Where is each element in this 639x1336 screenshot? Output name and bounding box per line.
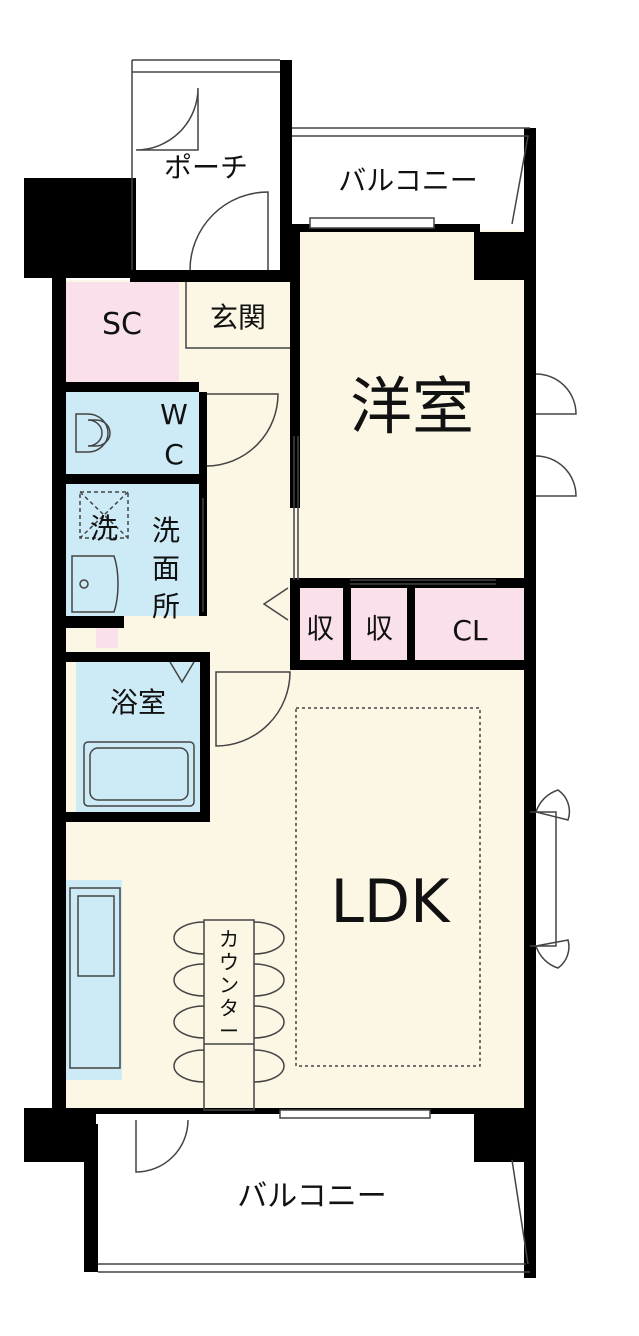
label-wc-w: W [160,398,188,431]
western-sliding-door [293,436,299,580]
bath-door-marker [169,661,195,684]
label-balcony-top: バルコニー [338,164,477,197]
wall-porch-bottom [130,270,292,282]
window-western-top [309,217,435,229]
bathtub-inner [89,747,189,801]
kitchen-sink-inner [77,895,115,977]
label-ldk: LDK [331,867,452,937]
ldk-door [215,671,291,747]
porch-outline [131,59,280,270]
floor-western-room [298,230,526,580]
porch-door-top [135,87,199,151]
wall-bottom-right-pillar [474,1108,536,1162]
counter-stools-right [253,921,285,1083]
window-western-right-1 [535,373,577,415]
wall-wash-bottom [64,616,124,628]
label-storage-1: 収 [306,612,334,645]
ldk-area-outline [295,707,481,1067]
wall-left [52,270,66,1130]
kitchen-sink [69,887,121,1069]
label-sc: SC [102,307,142,342]
floor-closet [415,588,526,660]
label-washroom-1: 洗 [152,514,180,547]
wall-storage-div-1 [343,588,351,660]
label-closet: CL [452,614,488,647]
wall-top-left-pillar [24,178,136,278]
bathtub [83,741,195,807]
wash-basin [71,555,119,613]
wc-door [206,393,279,467]
label-washroom-2: 面 [152,552,180,585]
floor-storage-2 [351,588,407,660]
washer-box [79,491,129,539]
storage-door-marker [262,587,289,621]
wall-top-right-pillar [474,232,534,280]
label-counter-4: タ [219,996,239,1020]
floor-storage-1 [298,588,343,660]
wall-balcony-bottom-left [84,1124,98,1272]
wall-sc-bottom [64,382,199,392]
floor-sc [64,282,179,382]
wall-bath-bottom [64,812,210,822]
wall-storage-left [290,588,300,660]
label-balcony-bottom: バルコニー [237,1179,386,1214]
floor-washroom-step [96,628,118,648]
wall-bath-right [200,652,210,820]
label-washer: 洗 [90,512,118,545]
toilet [75,413,109,453]
label-counter-2: ウ [219,950,239,974]
window-ldk-bottom [279,1109,431,1119]
wall-right [524,128,536,1278]
label-washroom-3: 所 [152,590,180,623]
label-counter-1: カ [219,927,239,951]
balcony-top-outline [292,127,530,225]
balcony-bottom-outline [98,1159,530,1273]
porch-door-entry [189,191,269,271]
wall-storage-div-2 [407,588,415,660]
wall-porch-right [280,60,292,282]
label-bathroom: 浴室 [110,686,166,719]
label-porch: ポーチ [164,151,248,184]
label-counter-3: ン [219,973,239,997]
fixtures [69,59,577,1273]
wall-western-left [290,228,300,508]
labels: ポーチ バルコニー SC 玄関 洋室 W C 洗 洗 面 所 収 収 CL 浴室… [90,151,488,1214]
wall-wc-bottom [64,474,204,484]
entrance-step [185,282,290,349]
closet-sliding-door [350,579,496,585]
window-western-right-2 [535,455,577,497]
wall-western-bottom [290,578,526,588]
label-counter-5: ー [219,1019,239,1043]
balcony-bottom-door [135,1119,189,1173]
wall-storage-bottom [290,660,526,670]
basin-drain [79,579,89,589]
window-ldk-bay [530,789,571,969]
counter-box [203,919,255,1111]
counter-stools-left [173,921,205,1083]
walls [24,60,536,1278]
wall-bath-top [64,652,210,662]
floor-kitchen-counter [64,880,122,1080]
toilet-seat [87,419,111,447]
label-western-room: 洋室 [350,370,474,443]
label-entrance: 玄関 [210,301,266,334]
label-storage-2: 収 [365,612,393,645]
label-wc-c: C [164,438,184,471]
